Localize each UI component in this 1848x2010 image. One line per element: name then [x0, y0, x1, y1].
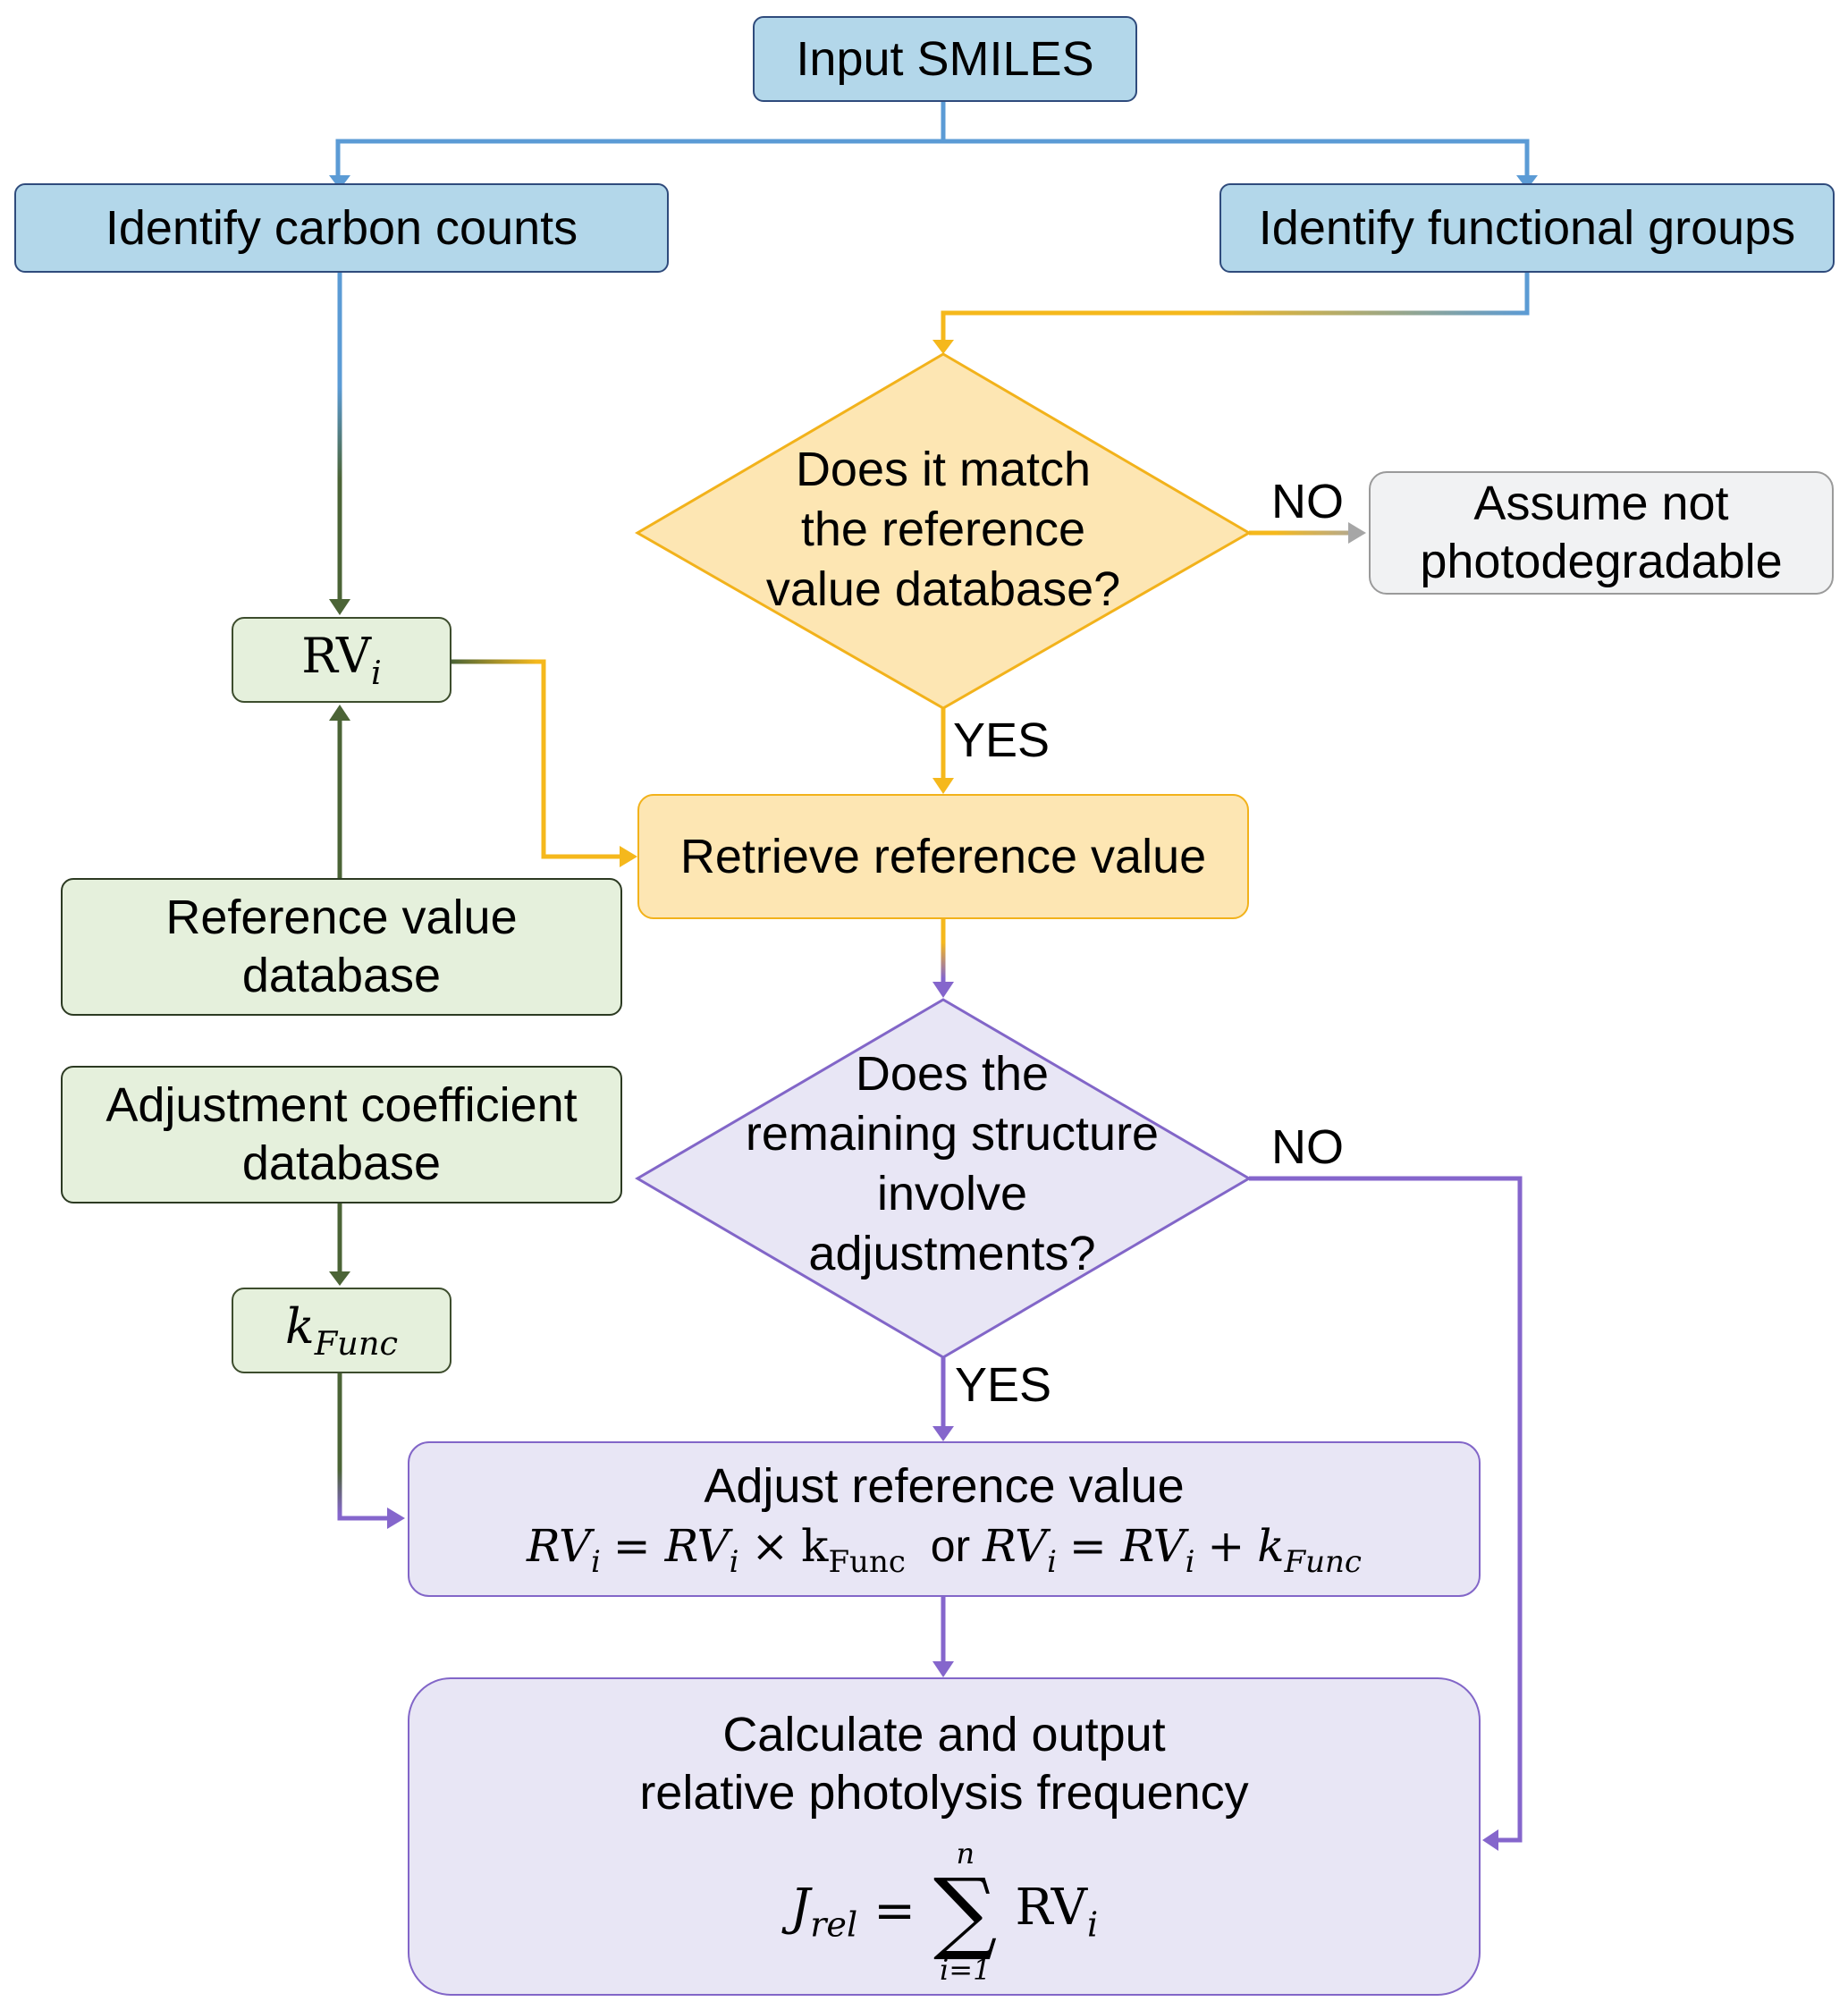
identify-carbon-label: Identify carbon counts — [105, 200, 578, 255]
arrowhead-calculate-top — [932, 1661, 954, 1677]
k-func-box: kFunc — [232, 1288, 451, 1373]
rv-i-symbol: RVi — [301, 627, 382, 692]
identify-carbon-box: Identify carbon counts — [14, 183, 669, 273]
calculate-output-box: Calculate and output relative photolysis… — [408, 1677, 1481, 1996]
adjust-equation: RVi = RVi × kFunc or RVi = RVi + kFunc — [527, 1520, 1362, 1580]
decision-adjust-line-3: involve — [876, 1167, 1028, 1220]
connector-functional-to-decision1 — [941, 273, 1530, 342]
arrowhead-kfunc — [329, 1271, 350, 1286]
connector-input-to-functional — [943, 139, 1530, 177]
adjustment-db-line-2: database — [241, 1136, 442, 1190]
identify-functional-label: Identify functional groups — [1258, 200, 1796, 255]
retrieve-reference-box: Retrieve reference value — [637, 794, 1249, 919]
label-no-adjust: NO — [1271, 1120, 1344, 1174]
arrowhead-adjust-top — [932, 1426, 954, 1441]
connector-input-to-carbon — [335, 100, 946, 177]
decision-adjust-line-2: remaining structure — [745, 1107, 1160, 1161]
reference-db-line-1: Reference value — [165, 891, 518, 945]
adjust-reference-title: Adjust reference value — [704, 1459, 1185, 1514]
retrieve-reference-label: Retrieve reference value — [679, 829, 1207, 883]
calculate-line-2: relative photolysis frequency — [639, 1765, 1249, 1820]
adjust-reference-box: Adjust reference value RVi = RVi × kFunc… — [408, 1441, 1481, 1597]
not-photodegradable-line-1: Assume not — [1473, 477, 1729, 531]
jrel-formula: Jrel = n ∑ i=1 RVi — [789, 1836, 1099, 1987]
identify-functional-box: Identify functional groups — [1219, 183, 1835, 273]
input-smiles-label: Input SMILES — [796, 31, 1094, 86]
arrowhead-rv-bottom — [329, 705, 350, 721]
decision-match-line-3: value database? — [765, 562, 1121, 616]
arrowhead-adjust-left — [387, 1508, 405, 1529]
rv-i-box: RVi — [232, 617, 451, 703]
arrowhead-retrieve-top — [932, 778, 954, 794]
connector-kfunc-to-adjust — [337, 1372, 389, 1521]
connector-rv-to-retrieve — [451, 659, 621, 859]
adjustment-db-line-1: Adjustment coefficient — [105, 1078, 578, 1133]
not-photodegradable-line-2: photodegradable — [1420, 535, 1783, 588]
connector-decision2-no — [1249, 1176, 1523, 1843]
arrowhead-functional — [1516, 175, 1538, 190]
arrowhead-rv-top — [329, 599, 350, 615]
arrowhead-carbon — [329, 175, 350, 190]
arrowhead-retrieve-left — [620, 846, 637, 867]
not-photodegradable-box: Assume not photodegradable — [1369, 471, 1834, 595]
adjustment-db-box: Adjustment coefficient database — [61, 1066, 622, 1203]
reference-db-box: Reference value database — [61, 878, 622, 1016]
adjust-or-connector: or — [930, 1521, 971, 1572]
calculate-line-1: Calculate and output — [722, 1708, 1166, 1761]
k-func-symbol: kFunc — [284, 1297, 399, 1363]
decision-adjust-diamond — [635, 998, 1252, 1359]
arrowhead-decision2 — [932, 982, 954, 998]
label-no-match: NO — [1271, 475, 1344, 528]
arrowhead-calculate-right — [1482, 1829, 1498, 1851]
arrowhead-decision1 — [932, 340, 954, 354]
summation-symbol: n ∑ i=1 — [933, 1836, 998, 1987]
decision-adjust-text: Does the remaining structure involve adj… — [715, 1044, 1189, 1284]
decision-match-diamond — [635, 352, 1252, 710]
arrowhead-not-photo — [1348, 522, 1366, 544]
reference-db-line-2: database — [241, 949, 442, 1002]
label-yes-adjust: YES — [955, 1358, 1052, 1412]
input-smiles-box: Input SMILES — [753, 16, 1137, 102]
decision-match-line-1: Does it match — [795, 443, 1092, 496]
decision-match-text: Does it match the reference value databa… — [715, 440, 1171, 620]
label-yes-match: YES — [953, 714, 1051, 767]
decision-adjust-line-1: Does the — [855, 1047, 1050, 1101]
decision-adjust-line-4: adjustments? — [808, 1227, 1096, 1280]
decision-match-line-2: the reference — [800, 502, 1086, 556]
